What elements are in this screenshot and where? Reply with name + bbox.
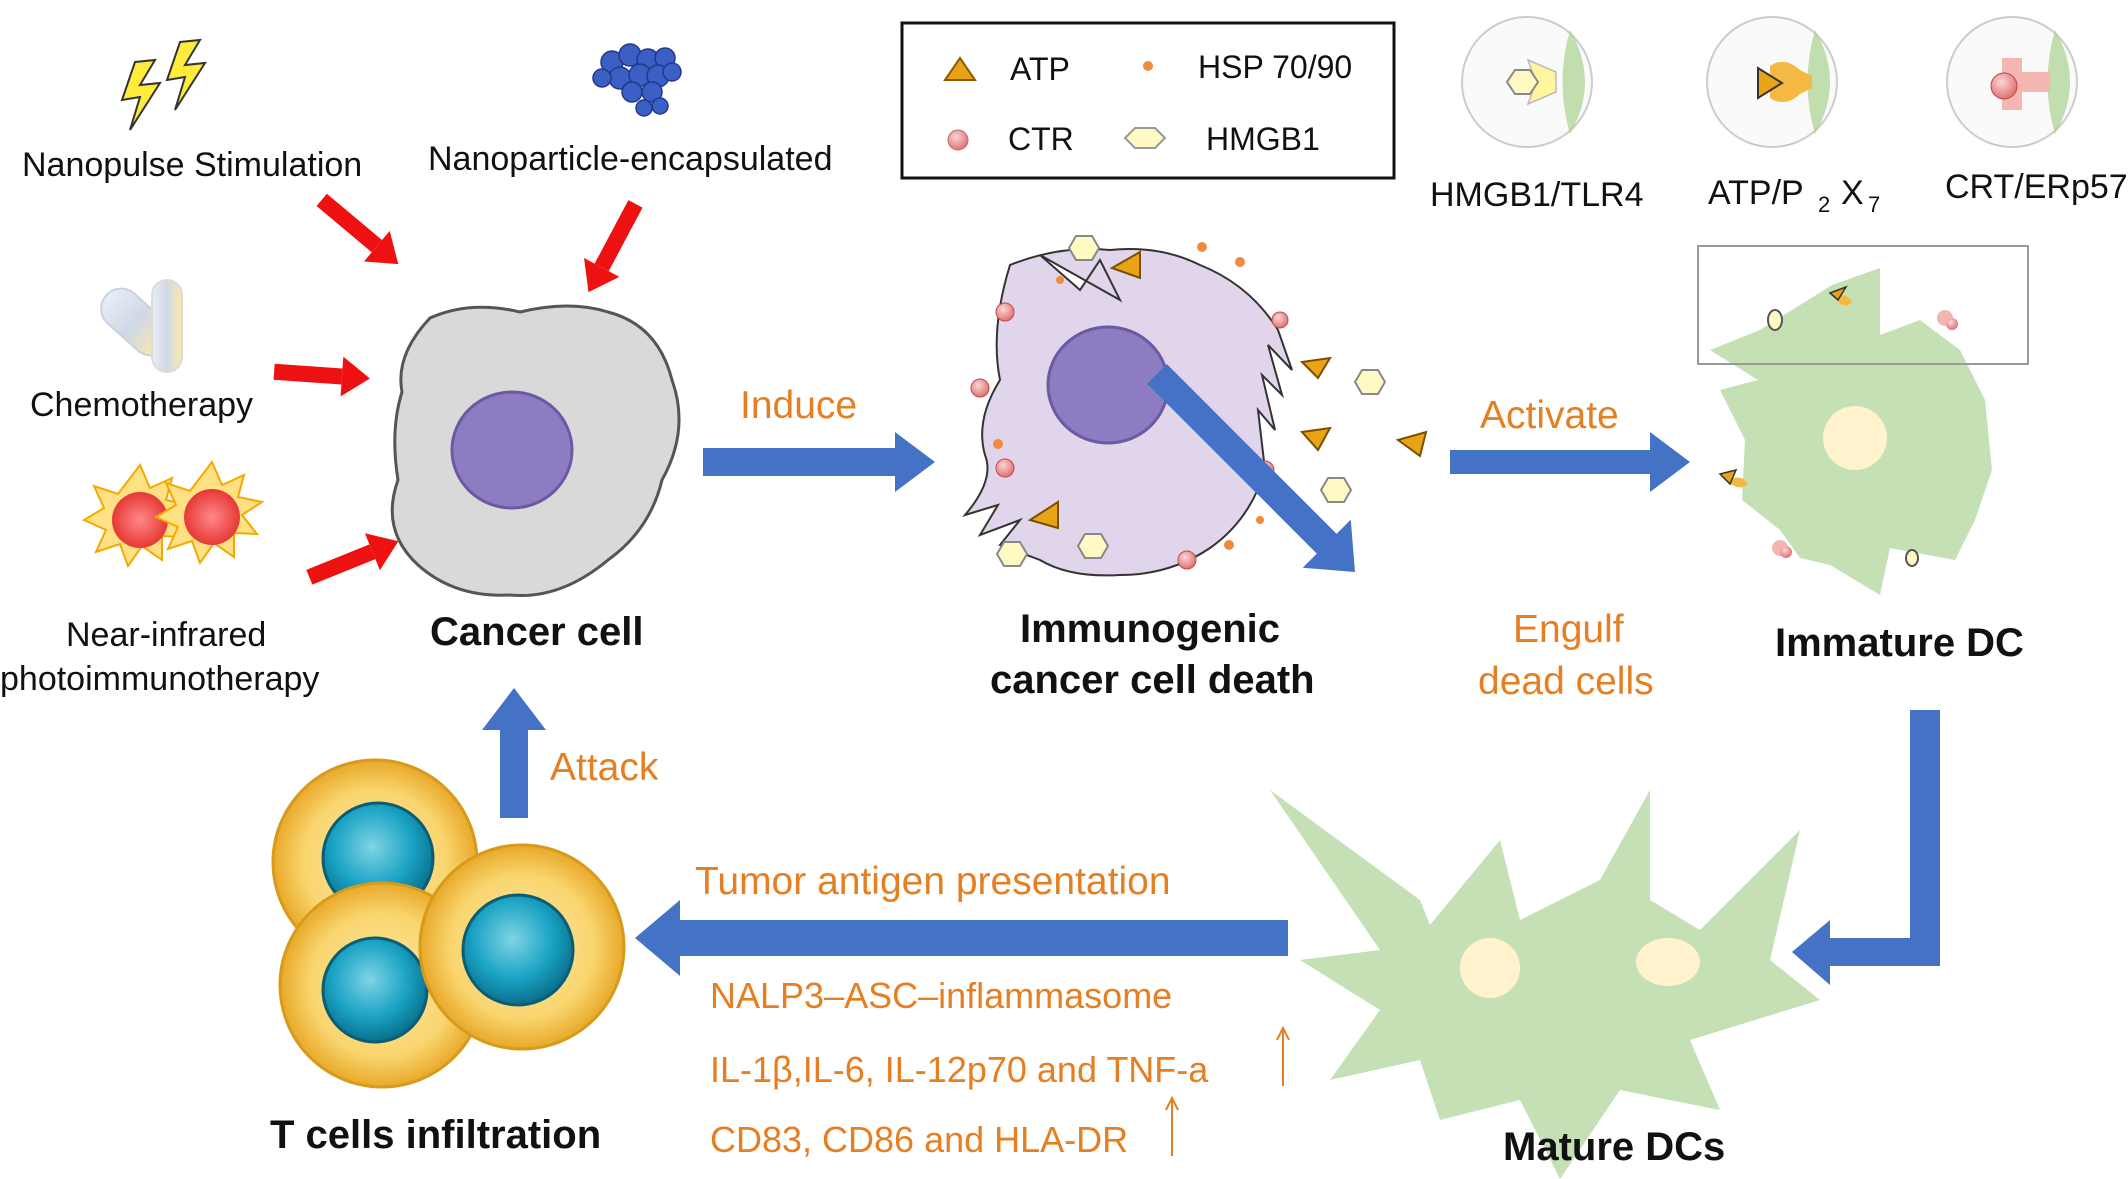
erp57-receptor-icon xyxy=(2002,58,2050,110)
mature-dcs: Mature DCs xyxy=(1270,790,1820,1179)
hmgb1-icon xyxy=(1505,69,1540,95)
lightning-icon xyxy=(165,38,207,111)
stimulus-label-nanoparticle: Nanoparticle-encapsulated xyxy=(428,140,832,178)
presentation-arrow: Tumor antigen presentation xyxy=(635,860,1288,976)
cancer-cell-label: Cancer cell xyxy=(430,610,643,654)
marker-nalp3: NALP3–ASC–inflammasome xyxy=(710,975,1172,1016)
stimulus-label-nir-2: photoimmunotherapy xyxy=(0,660,319,698)
immature-dc: Immature DC xyxy=(1697,245,2029,665)
sun-burst-icon xyxy=(81,460,265,569)
mature-dc-body xyxy=(1270,790,1820,1179)
mature-dc-nucleus-1 xyxy=(1460,938,1520,998)
red-arrow-chemotherapy xyxy=(273,356,370,397)
svg-text:ATP/P: ATP/P xyxy=(1708,174,1804,212)
ctr-markers xyxy=(970,302,1289,570)
svg-text:X: X xyxy=(1841,174,1864,212)
surface-receptors xyxy=(1718,285,1958,567)
legend: ATP HSP 70/90 CTR HMGB1 xyxy=(900,21,1396,180)
t-cells-label: T cells infiltration xyxy=(270,1113,601,1157)
atp-markers xyxy=(1027,250,1428,530)
atp-icon xyxy=(1757,66,1784,100)
red-arrow-nanopulse xyxy=(316,193,399,265)
engulf-label-1: Engulf xyxy=(1513,608,1624,651)
ctr-legend-icon xyxy=(947,129,969,151)
zoom-highlight-box xyxy=(1697,245,2029,365)
receptor-label-crt-erp57: CRT/ERp57 xyxy=(1945,168,2128,206)
legend-hsp-label: HSP 70/90 xyxy=(1198,49,1352,85)
marker-cd: CD83, CD86 and HLA-DR xyxy=(710,1119,1128,1160)
capsule-icon xyxy=(100,279,183,373)
cancer-cell: Cancer cell xyxy=(390,304,681,654)
activate-label: Activate xyxy=(1480,394,1619,437)
hsp-markers xyxy=(993,242,1264,550)
activate-arrow: Activate xyxy=(1450,394,1690,492)
stimulus-label-nanopulse: Nanopulse Stimulation xyxy=(22,146,362,184)
stimulus-nanopulse: Nanopulse Stimulation xyxy=(22,38,362,184)
legend-ctr-label: CTR xyxy=(1008,121,1074,157)
induce-label: Induce xyxy=(740,384,857,427)
blue-arrow-right xyxy=(1450,432,1690,492)
receptor-atp-p2x7: ATP/P 2 X 7 xyxy=(1706,16,1880,217)
svg-text:7: 7 xyxy=(1868,192,1880,217)
stimulus-label-nir-1: Near-infrared xyxy=(66,616,266,654)
atp-legend-icon xyxy=(943,56,977,81)
immature-dc-nucleus xyxy=(1823,406,1887,470)
maturation-arrow xyxy=(1792,710,1940,985)
cell-membrane-shape xyxy=(1562,30,1585,134)
legend-box xyxy=(900,21,1396,180)
receptor-hmgb1-tlr4: HMGB1/TLR4 xyxy=(1430,16,1644,214)
svg-text:2: 2 xyxy=(1818,192,1830,217)
stimulus-nanoparticle: Nanoparticle-encapsulated xyxy=(428,43,832,178)
nanoparticle-cluster-icon xyxy=(592,43,682,117)
red-arrows xyxy=(273,193,643,585)
t-cell xyxy=(418,843,626,1051)
marker-cytokines: IL-1β,IL-6, IL-12p70 and TNF-a xyxy=(710,1049,1209,1090)
maturation-markers: NALP3–ASC–inflammasome IL-1β,IL-6, IL-12… xyxy=(710,975,1290,1160)
cell-membrane-shape xyxy=(1807,30,1830,134)
hmgb1-markers xyxy=(995,235,1387,567)
crt-icon xyxy=(1990,72,2018,100)
stimulus-chemotherapy: Chemotherapy xyxy=(30,279,253,424)
receptor-crt-erp57: CRT/ERp57 xyxy=(1945,16,2128,206)
icd-label-1: Immunogenic xyxy=(1020,607,1280,651)
blue-arrow-up xyxy=(482,688,546,818)
legend-hmgb1-label: HMGB1 xyxy=(1206,121,1320,157)
hmgb1-legend-icon xyxy=(1123,127,1167,149)
mature-dcs-label: Mature DCs xyxy=(1503,1125,1725,1169)
engulf-label-2: dead cells xyxy=(1478,660,1654,703)
red-arrow-nanoparticle xyxy=(584,200,643,293)
attack-label: Attack xyxy=(550,746,659,789)
mature-dc-nucleus-2 xyxy=(1636,938,1700,986)
lightning-icon xyxy=(120,58,162,131)
engulf-arrow xyxy=(1147,364,1355,572)
up-arrow-icon xyxy=(1276,1025,1290,1086)
blue-arrow-l-shape xyxy=(1792,710,1940,985)
receptor-label-atp-p2x7: ATP/P 2 X 7 xyxy=(1708,174,1880,217)
cancer-cell-nucleus xyxy=(450,390,574,510)
blue-arrow-diagonal xyxy=(1147,364,1355,572)
blue-arrow-right xyxy=(703,432,935,492)
cell-membrane-shape xyxy=(2047,30,2070,134)
up-arrow-icon xyxy=(1165,1095,1179,1156)
blue-arrow-left xyxy=(635,900,1288,976)
attack-arrow: Attack xyxy=(482,688,659,818)
receptor-label-hmgb1-tlr4: HMGB1/TLR4 xyxy=(1430,176,1644,214)
stimulus-label-chemotherapy: Chemotherapy xyxy=(30,386,253,424)
t-cells: T cells infiltration xyxy=(270,758,626,1157)
icd-label-2: cancer cell death xyxy=(990,658,1315,702)
stimulus-nir: Near-infrared photoimmunotherapy xyxy=(0,460,319,698)
legend-atp-label: ATP xyxy=(1010,51,1070,87)
red-arrow-nir xyxy=(306,533,399,585)
immature-dc-label: Immature DC xyxy=(1775,621,2024,665)
hsp-legend-icon xyxy=(1143,61,1153,71)
presentation-label: Tumor antigen presentation xyxy=(695,860,1171,903)
induce-arrow: Induce xyxy=(703,384,935,492)
p2x7-receptor-icon xyxy=(1770,61,1812,103)
icd-cell: Immunogenic cancer cell death xyxy=(962,235,1428,702)
